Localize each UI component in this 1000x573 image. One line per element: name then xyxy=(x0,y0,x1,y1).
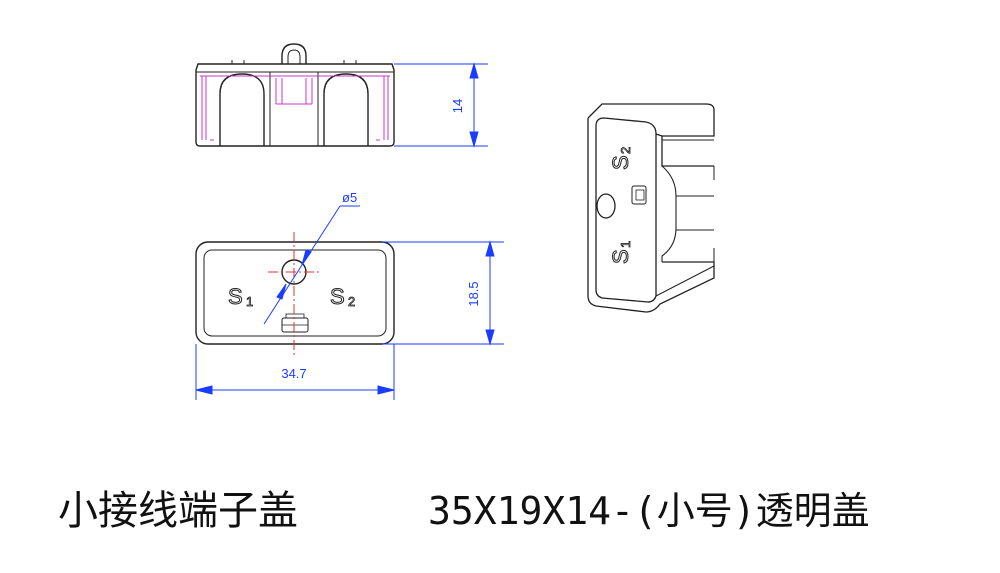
part-name: 小接线端子盖 xyxy=(58,488,298,534)
center-lines xyxy=(268,232,322,356)
s2-subscript: 2 xyxy=(348,294,355,309)
dim-height-label: 14 xyxy=(450,99,465,113)
front-view xyxy=(195,43,395,147)
plan-labels: S 1 S 2 xyxy=(228,284,356,310)
dim-hole-label: ø5 xyxy=(342,190,357,205)
iso-s2-letter: S xyxy=(608,155,633,170)
s1-letter: S xyxy=(228,284,243,309)
s1-subscript: 1 xyxy=(246,294,253,309)
s2-letter: S xyxy=(330,284,345,309)
part-spec: 35X19X14-(小号)透明盖 xyxy=(428,489,870,533)
dim-width-label: 34.7 xyxy=(281,366,306,381)
iso-view xyxy=(587,103,715,313)
dim-height xyxy=(394,62,488,148)
dim-hole xyxy=(263,205,360,325)
dim-depth-label: 18.5 xyxy=(466,281,481,306)
iso-s1-letter: S xyxy=(608,249,633,264)
iso-s1-subscript: 1 xyxy=(618,241,633,248)
dim-depth xyxy=(382,240,504,346)
iso-s2-subscript: 2 xyxy=(618,147,633,154)
plan-view xyxy=(195,241,395,345)
hidden-lines xyxy=(200,75,390,141)
iso-labels: S 2 S 1 xyxy=(608,146,634,264)
dim-width xyxy=(195,344,395,400)
